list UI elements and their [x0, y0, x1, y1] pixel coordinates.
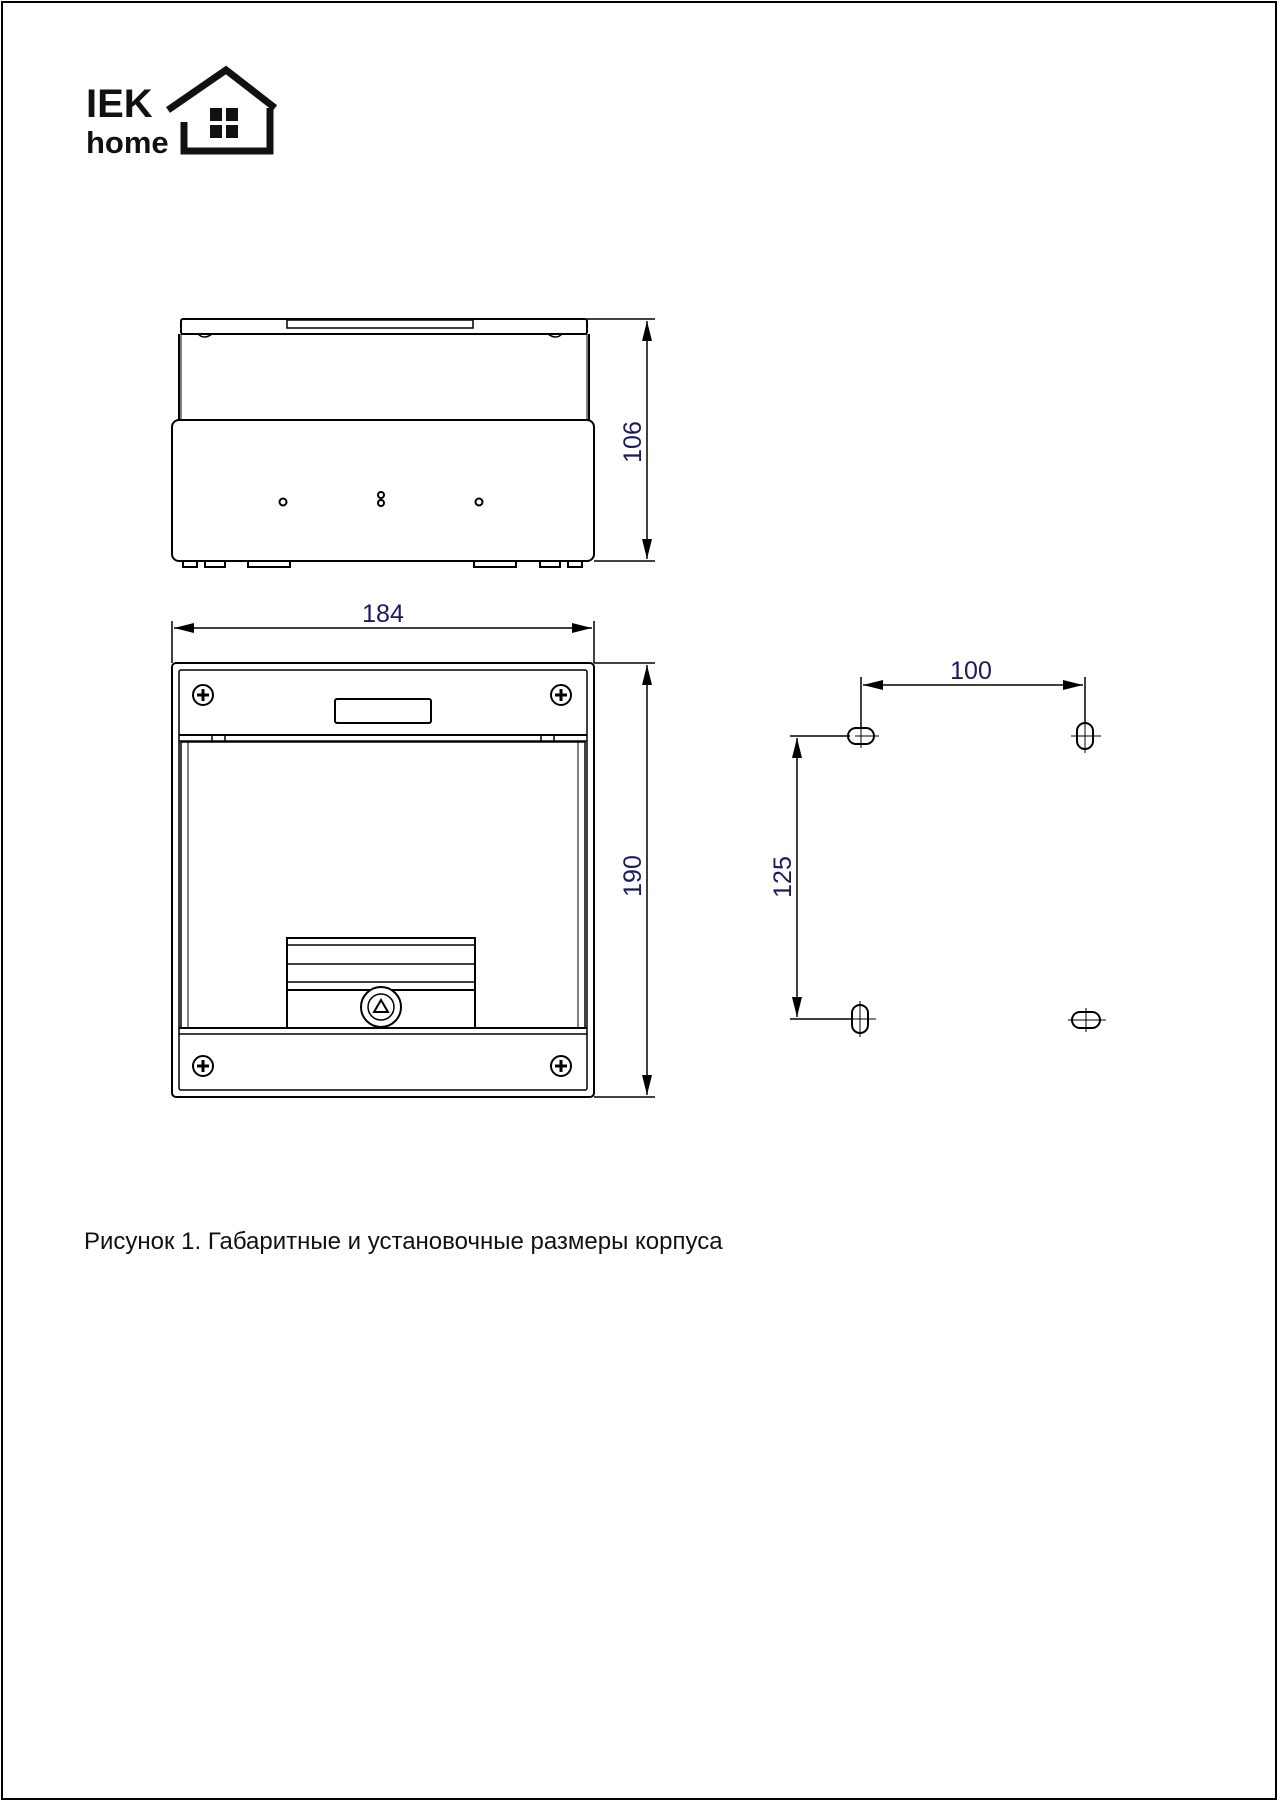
module-button-icon [360, 986, 402, 1028]
logo-sub-text: home [86, 125, 169, 160]
dimension-label-106: 106 [619, 421, 647, 463]
mounting-hole-bottom-right [1068, 1008, 1106, 1032]
front-view [171, 662, 595, 1098]
logo-brand-text: IEK [86, 82, 153, 126]
dimension-label-100: 100 [950, 657, 992, 685]
house-icon [166, 65, 278, 155]
iek-home-logo: IEK home [86, 65, 278, 160]
figure-caption: Рисунок 1. Габаритные и установочные раз… [84, 1228, 723, 1255]
dimension-height-side [587, 318, 655, 562]
screw-icon-top-left [192, 684, 214, 706]
dimension-mounting-vertical [790, 735, 852, 1020]
mounting-hole-top-right [1071, 719, 1101, 753]
screw-icon-bottom-right [550, 1055, 572, 1077]
side-view [171, 318, 595, 568]
dimension-height-front [594, 662, 655, 1098]
dimension-label-125: 125 [769, 856, 797, 898]
screw-icon-top-right [550, 684, 572, 706]
mounting-hole-bottom-left [848, 1001, 876, 1037]
dimension-mounting-horizontal [860, 677, 1086, 728]
screw-icon-bottom-left [192, 1055, 214, 1077]
dimension-label-184: 184 [362, 600, 404, 628]
dimension-label-190: 190 [619, 855, 647, 897]
dimension-width-front [171, 621, 595, 663]
mounting-hole-top-left [847, 724, 879, 748]
